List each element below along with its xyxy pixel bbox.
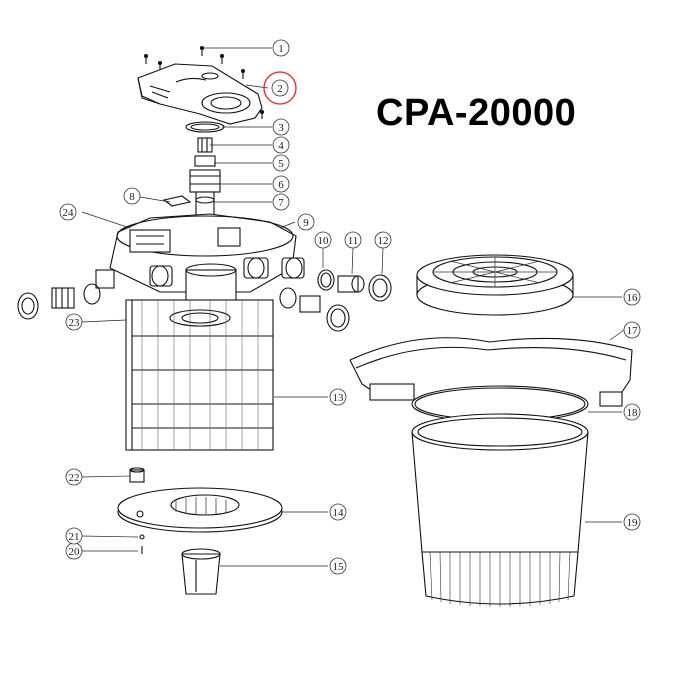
part-shaft-stack [189,137,221,219]
callout-number: 17 [627,325,639,337]
part-filter-tank [411,413,589,607]
callout-circle [272,193,290,211]
callout-circle [65,468,83,486]
callout-22: 22 [65,468,83,486]
callout-circle [272,136,290,154]
callout-number: 1 [278,43,284,55]
part-small-knob [162,195,192,207]
callout-9: 9 [297,213,315,231]
part-base-plate [117,487,283,533]
callout-circle [329,557,347,575]
callout-2: 2 [271,79,289,97]
callout-number: 23 [69,317,81,329]
callout-circle [623,321,641,339]
callout-number: 13 [333,392,345,404]
callout-number: 8 [129,191,135,203]
callout-circle [272,118,290,136]
callout-circle [123,187,141,205]
callout-14: 14 [329,503,347,521]
part-fittings-left [17,283,101,320]
model-title: CPA-20000 [376,92,577,134]
callout-4: 4 [272,136,290,154]
callout-5: 5 [272,154,290,172]
part-tiny-screws [139,534,145,554]
callout-24: 24 [59,203,77,221]
callout-number: 9 [303,217,309,229]
part-fittings-right [279,269,392,332]
callout-circle [623,403,641,421]
callout-circle [65,527,83,545]
callout-19: 19 [623,513,641,531]
callout-7: 7 [272,193,290,211]
callout-number: 4 [278,140,284,152]
callout-number: 16 [627,292,639,304]
callout-circle [314,231,332,249]
highlight-circle [263,71,297,105]
callout-circle [271,79,289,97]
callout-circle [297,213,315,231]
callout-15: 15 [329,557,347,575]
callout-number: 24 [63,207,75,219]
callout-circle [374,231,392,249]
callout-number: 18 [627,407,639,419]
callout-8: 8 [123,187,141,205]
callout-13: 13 [329,388,347,406]
callout-number: 11 [348,235,359,247]
callout-6: 6 [272,175,290,193]
callout-number: 14 [333,507,345,519]
callout-circle [59,203,77,221]
callout-number: 5 [278,158,284,170]
callout-number: 6 [278,179,284,191]
callout-11: 11 [344,231,362,249]
callout-circle [272,175,290,193]
part-grid-cover [416,254,574,316]
callout-circle [65,313,83,331]
callout-number: 2 [277,83,283,95]
part-screws-top [143,45,265,119]
callout-circle [623,288,641,306]
part-small-plug [129,467,145,483]
callout-number: 3 [278,122,284,134]
callout-18: 18 [623,403,641,421]
callout-1: 1 [272,39,290,57]
callout-number: 15 [333,561,345,573]
callout-3: 3 [272,118,290,136]
callout-number: 7 [278,197,284,209]
callout-10: 10 [314,231,332,249]
part-clamp-ring [349,337,633,407]
callout-number: 10 [318,235,330,247]
part-valve-housing [137,63,263,125]
callout-circle [272,154,290,172]
callout-circle [329,388,347,406]
callout-circle [344,231,362,249]
part-foam-stack [125,299,274,451]
callout-number: 22 [69,472,80,484]
callout-circle [329,503,347,521]
callout-number: 21 [69,531,80,543]
callout-number: 19 [627,517,639,529]
callout-21: 21 [65,527,83,545]
callout-17: 17 [623,321,641,339]
callout-16: 16 [623,288,641,306]
callout-12: 12 [374,231,392,249]
part-o-ring-3 [185,121,225,133]
callout-23: 23 [65,313,83,331]
part-filter-lid [95,213,305,305]
leader-lines [81,47,625,567]
callout-20: 20 [65,542,83,560]
callout-number: 20 [69,546,81,558]
part-bottom-cup [181,548,221,595]
callout-circle [272,39,290,57]
callout-number: 12 [378,235,389,247]
callout-circle [623,513,641,531]
